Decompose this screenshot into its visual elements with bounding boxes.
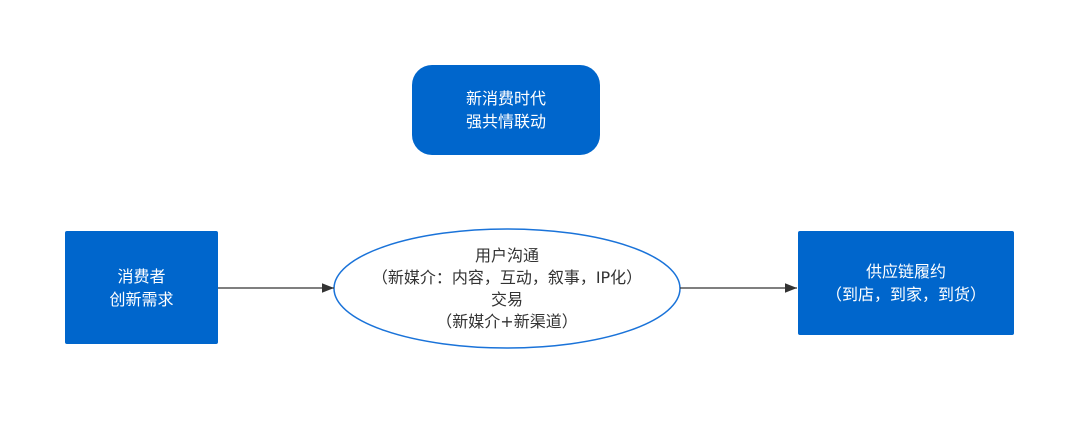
node-label: （新媒介+新渠道） <box>436 311 578 331</box>
node-label: 用户沟通 <box>474 245 539 265</box>
node-label: 消费者 <box>117 266 166 286</box>
node-label: 新消费时代 <box>465 89 546 108</box>
node-label: 供应链履约 <box>865 262 946 281</box>
node-label: （到店，到家，到货） <box>825 285 986 304</box>
node-new-consumption-era: 新消费时代 强共情联动 <box>412 65 600 155</box>
node-label: （新媒介：内容，互动，叙事，IP化） <box>371 267 643 287</box>
node-consumer-demand: 消费者 创新需求 <box>65 231 218 344</box>
node-label: 强共情联动 <box>465 112 546 131</box>
node-label: 创新需求 <box>109 289 174 309</box>
node-supply-chain: 供应链履约 （到店，到家，到货） <box>798 231 1014 335</box>
node-user-communication: 用户沟通 （新媒介：内容，互动，叙事，IP化） 交易 （新媒介+新渠道） <box>334 229 680 348</box>
node-label: 交易 <box>490 289 523 309</box>
